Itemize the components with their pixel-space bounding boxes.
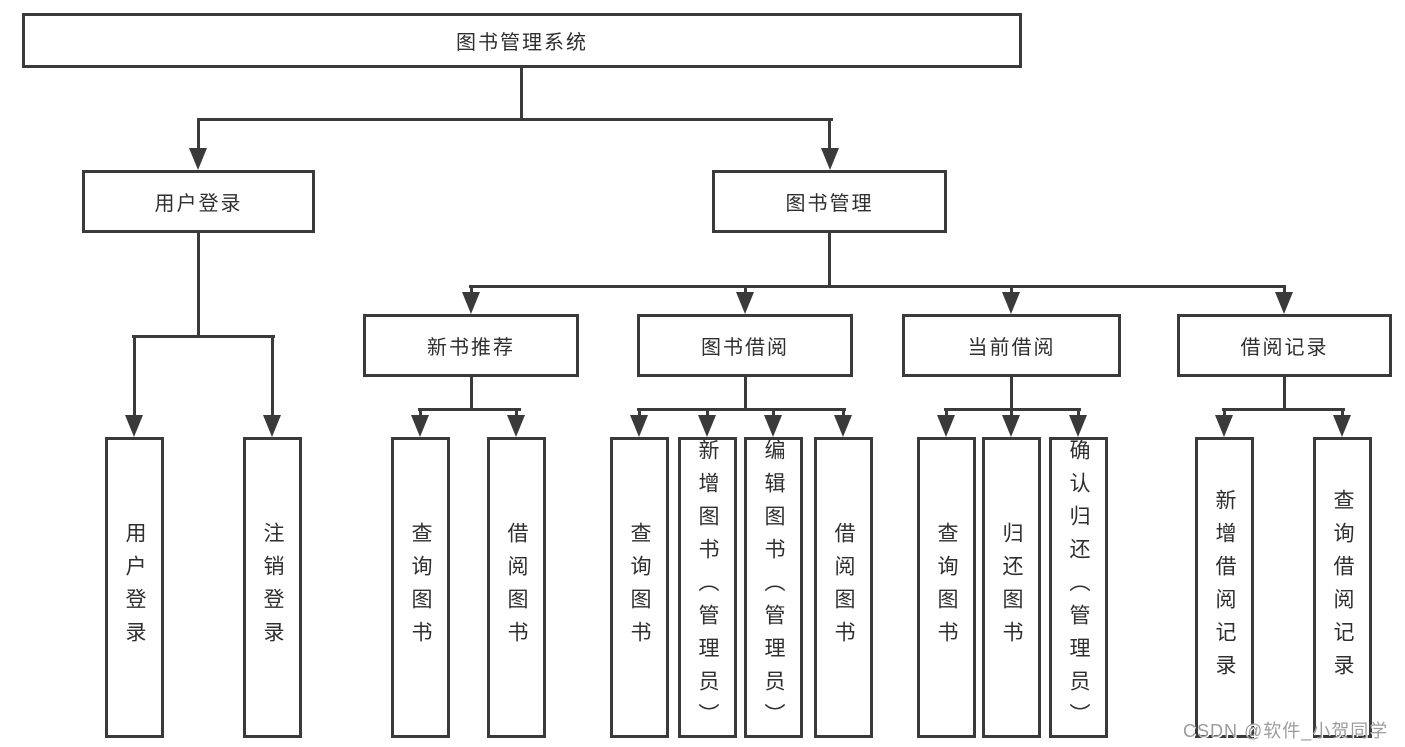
leaf-borrow-books-1: 借阅图书 bbox=[487, 437, 546, 738]
connector-book-borrow-stub bbox=[744, 377, 747, 408]
node-label: 查询借阅记录 bbox=[1331, 488, 1354, 687]
leaf-user-login: 用户登录 bbox=[105, 437, 164, 738]
connector-arm-leaf bbox=[945, 408, 948, 417]
connector-arm-leaf bbox=[515, 408, 518, 417]
node-label: 注销登录 bbox=[261, 521, 284, 654]
node-label: 归还图书 bbox=[1000, 521, 1023, 654]
arrowhead-borrow-record bbox=[1275, 292, 1293, 314]
node-label: 确认归还（管理员） bbox=[1067, 439, 1090, 736]
connector-arm-leaf bbox=[772, 408, 775, 417]
leaf-edit-book-admin: 编辑图书（管理员） bbox=[744, 437, 803, 738]
node-label: 查询图书 bbox=[628, 521, 651, 654]
arrowhead-leaf-add-book bbox=[698, 415, 716, 437]
arrowhead-leaf-edit-book bbox=[764, 415, 782, 437]
leaf-return-book: 归还图书 bbox=[982, 437, 1041, 738]
leaf-add-book-admin: 新增图书（管理员） bbox=[678, 437, 737, 738]
node-label: 新书推荐 bbox=[427, 337, 515, 359]
connector-arm-leaf bbox=[638, 408, 641, 417]
connector-current-borrow-stub bbox=[1010, 377, 1013, 408]
connector-arm-leaf bbox=[419, 408, 422, 417]
leaf-query-books-3: 查询图书 bbox=[917, 437, 976, 738]
connector-user-login-bar bbox=[132, 335, 275, 338]
node-borrowing-records: 借阅记录 bbox=[1177, 314, 1392, 377]
connector-borrow-record-bar bbox=[1222, 408, 1345, 411]
leaf-query-books-1: 查询图书 bbox=[391, 437, 450, 738]
node-current-borrowing: 当前借阅 bbox=[902, 314, 1121, 377]
node-new-book-recommend: 新书推荐 bbox=[363, 314, 579, 377]
arrowhead-leaf-logout bbox=[263, 415, 281, 437]
connector-arm-borrow-record bbox=[1283, 285, 1286, 295]
node-label: 借阅图书 bbox=[832, 521, 855, 654]
node-label: 新增借阅记录 bbox=[1213, 488, 1236, 687]
leaf-add-borrow-record: 新增借阅记录 bbox=[1195, 437, 1254, 738]
connector-root-stub bbox=[520, 68, 523, 118]
node-label: 图书管理 bbox=[785, 193, 874, 215]
node-label: 编辑图书（管理员） bbox=[762, 439, 785, 736]
node-book-borrowing: 图书借阅 bbox=[637, 314, 853, 377]
node-user-login: 用户登录 bbox=[82, 170, 315, 233]
connector-book-borrow-bar bbox=[637, 408, 846, 411]
node-label: 借阅记录 bbox=[1240, 337, 1329, 359]
arrowhead-leaf-query-books-2 bbox=[630, 415, 648, 437]
leaf-query-borrow-record: 查询借阅记录 bbox=[1313, 437, 1372, 738]
arrowhead-leaf-borrow-books-2 bbox=[834, 415, 852, 437]
connector-arm-leaf bbox=[842, 408, 845, 417]
arrowhead-user-login bbox=[189, 148, 207, 170]
leaf-logout-login: 注销登录 bbox=[243, 437, 302, 738]
arrowhead-leaf-query-books-1 bbox=[411, 415, 429, 437]
node-label: 查询图书 bbox=[409, 521, 432, 654]
connector-arm-book-borrow bbox=[744, 285, 747, 295]
connector-arm-leaf bbox=[706, 408, 709, 417]
csdn-watermark: CSDN @软件_小贺同学 bbox=[1183, 721, 1389, 741]
connector-arm-current-borrow bbox=[1010, 285, 1013, 295]
node-label: 用户登录 bbox=[154, 193, 243, 215]
node-label: 当前借阅 bbox=[967, 337, 1056, 359]
node-label: 图书管理系统 bbox=[456, 32, 588, 54]
node-label: 查询图书 bbox=[935, 521, 958, 654]
node-label: 借阅图书 bbox=[505, 521, 528, 654]
arrowhead-book-borrow bbox=[736, 292, 754, 314]
node-label: 用户登录 bbox=[123, 521, 146, 654]
node-library-management-system: 图书管理系统 bbox=[22, 13, 1022, 68]
node-label: 新增图书（管理员） bbox=[696, 439, 719, 736]
arrowhead-leaf-borrow-books-1 bbox=[507, 415, 525, 437]
arrowhead-leaf-return-book bbox=[1002, 415, 1020, 437]
connector-arm-new-book-rec bbox=[470, 285, 473, 295]
connector-borrow-record-stub bbox=[1283, 377, 1286, 408]
arrowhead-current-borrow bbox=[1002, 292, 1020, 314]
leaf-confirm-return-admin: 确认归还（管理员） bbox=[1049, 437, 1108, 738]
connector-arm-leaf bbox=[1341, 408, 1344, 417]
leaf-borrow-books-2: 借阅图书 bbox=[814, 437, 873, 738]
connector-book-mgmt-stub bbox=[828, 233, 831, 285]
connector-arm-leaf-logout bbox=[271, 335, 274, 417]
node-label: 图书借阅 bbox=[701, 337, 789, 359]
arrowhead-leaf-user-login bbox=[125, 415, 143, 437]
connector-arm-leaf bbox=[1223, 408, 1226, 417]
leaf-query-books-2: 查询图书 bbox=[610, 437, 669, 738]
connector-arm-book-mgmt bbox=[828, 118, 831, 150]
arrowhead-leaf-add-borrow-record bbox=[1215, 415, 1233, 437]
connector-arm-leaf bbox=[1010, 408, 1013, 417]
connector-arm-leaf-user-login bbox=[133, 335, 136, 417]
connector-root-bar bbox=[197, 118, 833, 121]
arrowhead-new-book-rec bbox=[462, 292, 480, 314]
connector-arm-user-login bbox=[197, 118, 200, 150]
arrowhead-leaf-confirm-return bbox=[1069, 415, 1087, 437]
connector-new-book-rec-bar bbox=[418, 408, 521, 411]
arrowhead-leaf-query-books-3 bbox=[937, 415, 955, 437]
connector-new-book-rec-stub bbox=[470, 377, 473, 408]
connector-book-mgmt-bar bbox=[469, 285, 1286, 288]
arrowhead-book-mgmt bbox=[821, 148, 839, 170]
connector-user-login-stub bbox=[197, 233, 200, 335]
connector-arm-leaf bbox=[1077, 408, 1080, 417]
node-book-management: 图书管理 bbox=[712, 170, 947, 233]
arrowhead-leaf-query-borrow-record bbox=[1333, 415, 1351, 437]
